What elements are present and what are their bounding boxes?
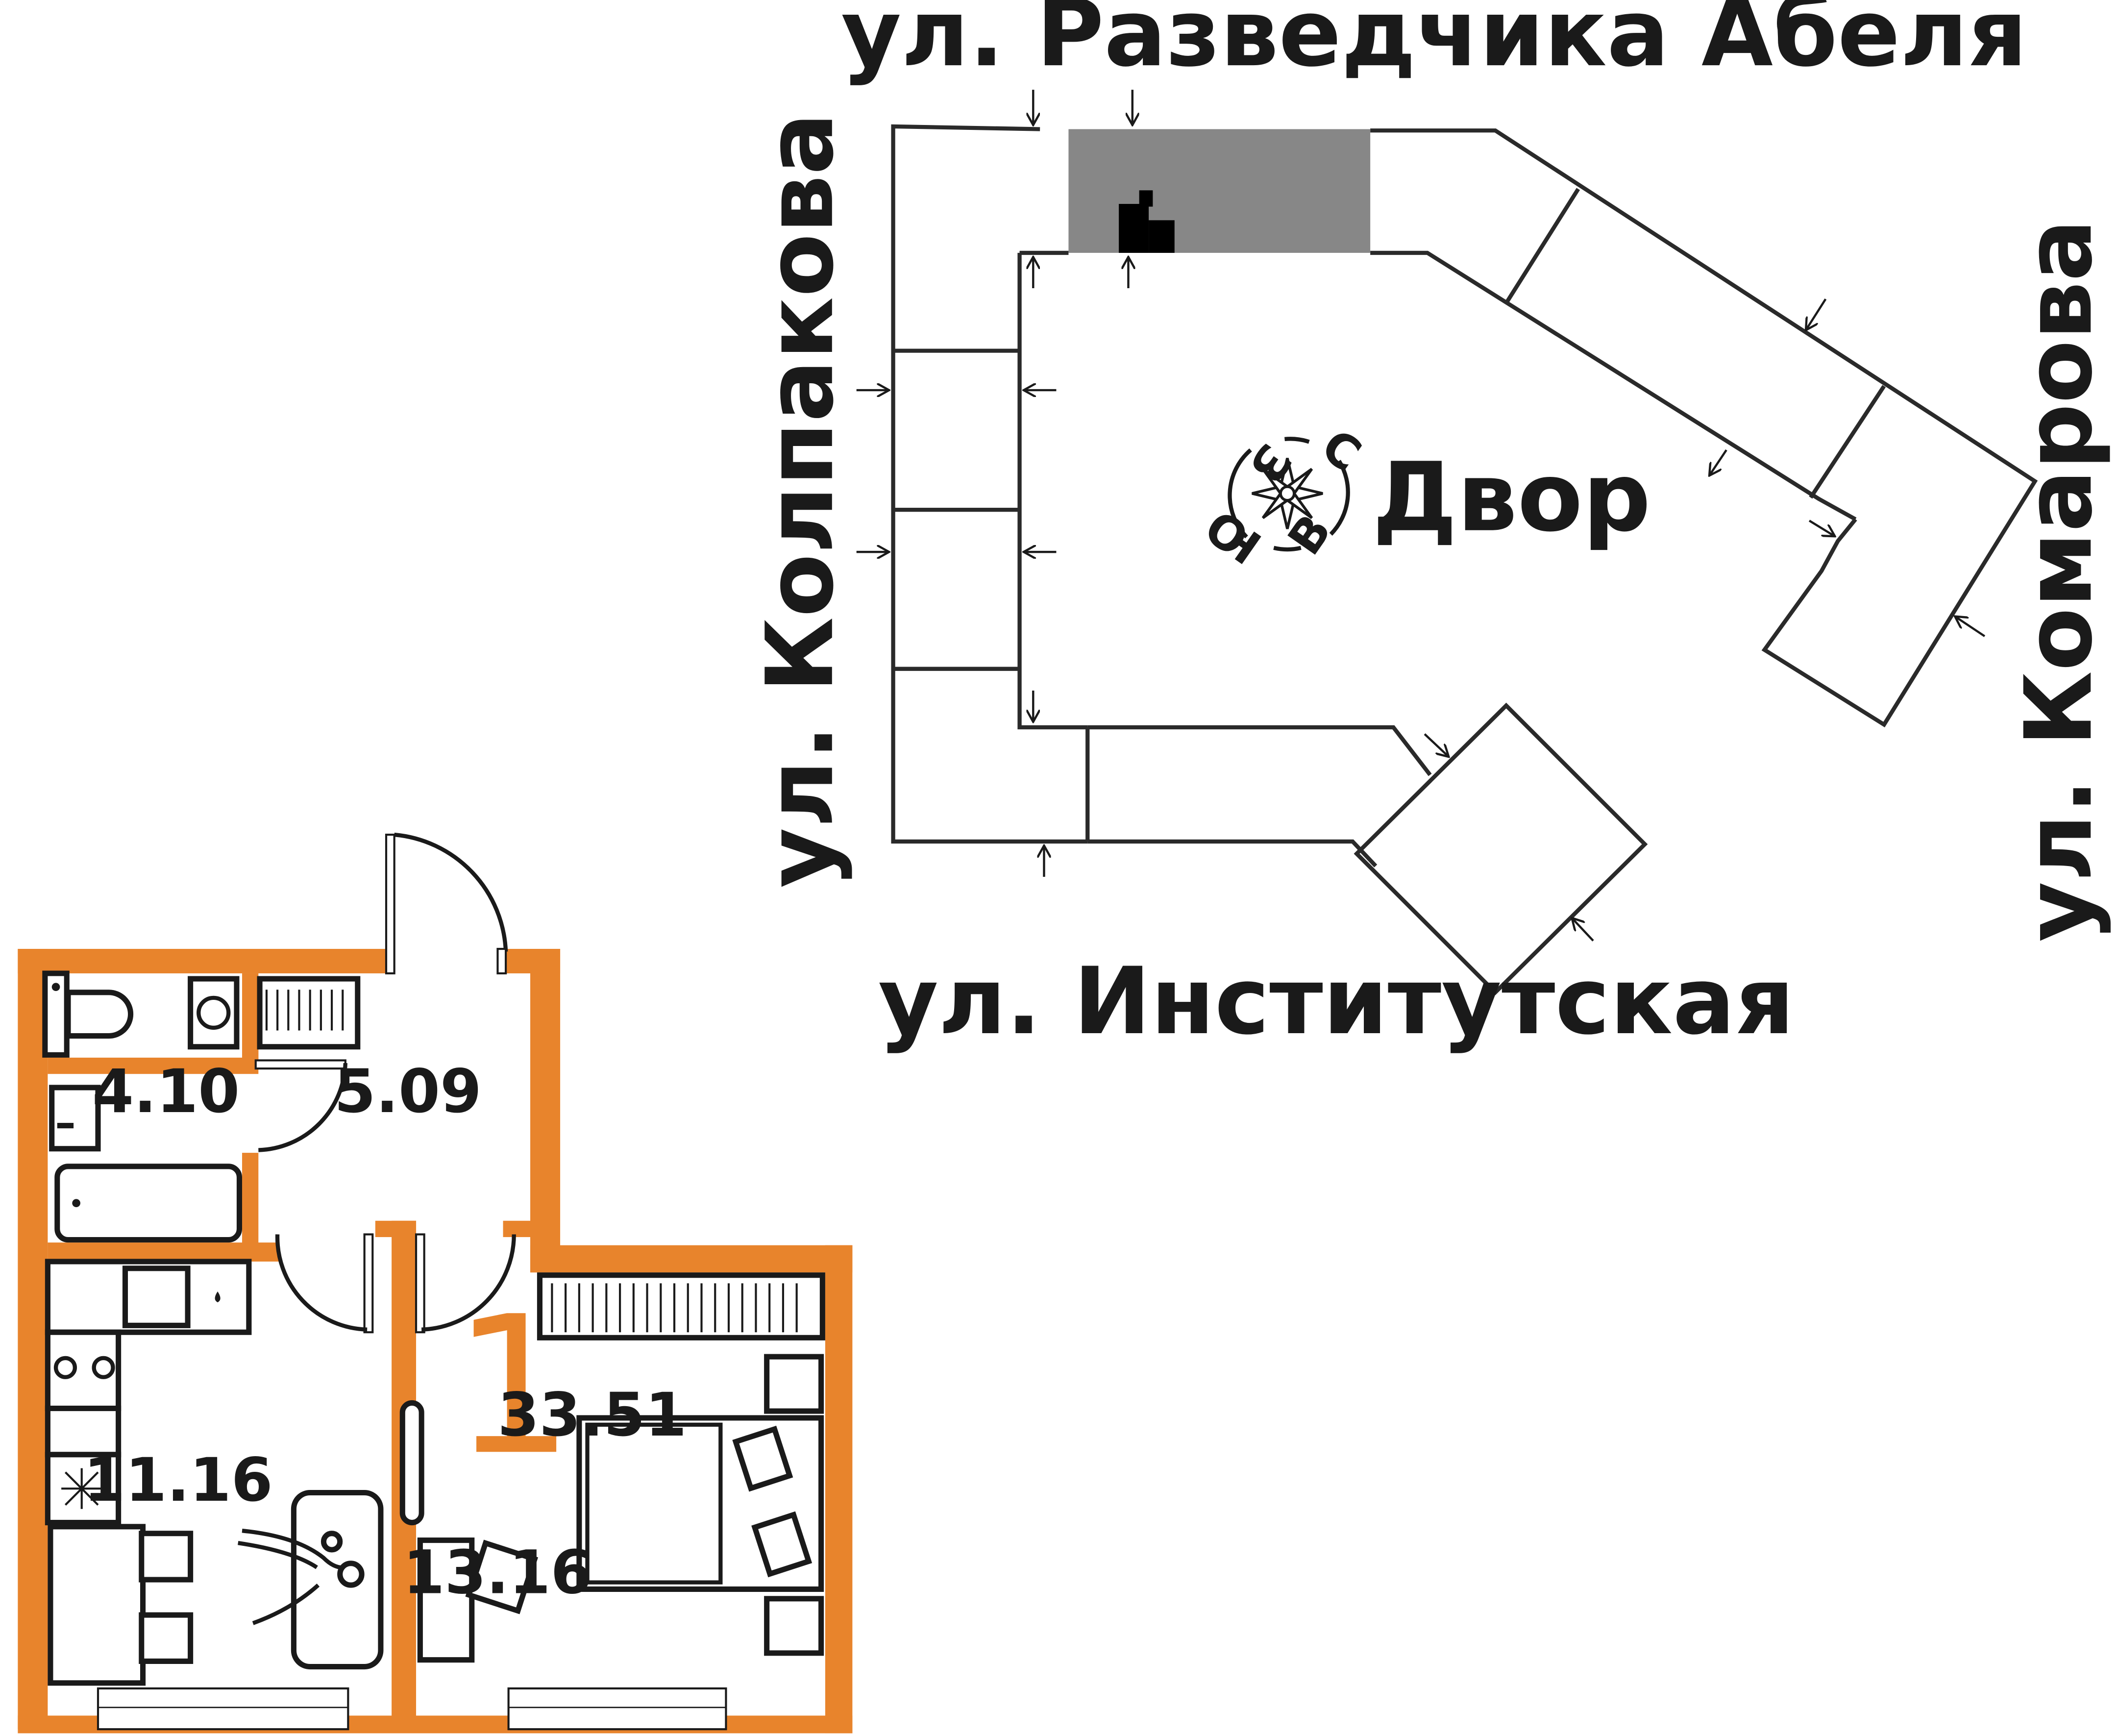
section-marker-top	[1139, 190, 1153, 207]
room-area-kitchen: 11.16	[84, 1445, 273, 1515]
windows	[97, 1687, 727, 1731]
desk-chair-icon	[465, 1539, 539, 1614]
door-jamb	[496, 947, 507, 975]
entrance-arrow	[1808, 520, 1834, 536]
pillow-icon	[751, 1511, 813, 1578]
radiator-icon	[257, 976, 361, 1050]
radiator-icon	[537, 1272, 825, 1340]
building-south-wing	[1087, 702, 1648, 995]
compass-rose: С В Ю З	[1196, 419, 1371, 574]
compass-arc	[1273, 546, 1302, 552]
compass-north-letter: С	[1312, 419, 1371, 483]
entrance-arrow	[1807, 298, 1827, 329]
bathtub-icon	[54, 1164, 243, 1243]
entrance-door	[385, 832, 508, 975]
kitchen-fixtures	[45, 1259, 384, 1686]
room-area-bathroom: 4.10	[92, 1057, 240, 1126]
door-swing	[394, 832, 508, 952]
faucet-icon	[215, 1291, 221, 1303]
desk-icon	[417, 1538, 475, 1663]
building-northeast-wing	[1019, 128, 2038, 728]
section-marker-block	[1119, 204, 1149, 253]
kitchen-cabinet	[45, 1405, 122, 1458]
compass-arc	[1284, 437, 1310, 444]
apartment-plan: 4.10 5.09 11.16 13.16 1 33.51	[18, 832, 853, 1734]
street-label-east: ул. Комарова	[2005, 219, 2113, 942]
bedroom-fixtures	[399, 1272, 825, 1663]
room-count-label: 1	[453, 1275, 574, 1497]
wall-mirror-icon	[399, 1400, 424, 1526]
window	[507, 1687, 727, 1731]
compass-arc	[1329, 460, 1350, 536]
room-area-hallway: 5.09	[334, 1057, 482, 1126]
chair-icon	[139, 1531, 194, 1583]
pillow-icon	[732, 1425, 793, 1492]
sofa-icon	[291, 1489, 384, 1670]
kitchen-door	[275, 1233, 374, 1334]
dining-table	[48, 1524, 146, 1686]
flush-button	[51, 983, 60, 992]
bedroom-door	[415, 1233, 516, 1334]
street-label-south: ул. Институтская	[878, 948, 1795, 1055]
door-leaf	[385, 833, 395, 975]
entrance-arrow	[1573, 919, 1594, 942]
selected-section-fill	[1068, 129, 1371, 253]
bathroom-fixtures	[42, 970, 361, 1243]
apartment-total-area: 33.51	[497, 1380, 687, 1450]
site-plan: С В Ю З Двор ул. Разведчика Абеля ул. Ин…	[747, 0, 2113, 1055]
entrance-arrow	[1956, 617, 1986, 637]
section-marker-side	[1149, 220, 1175, 253]
room-area-bedroom: 13.16	[403, 1538, 592, 1608]
entrance-arrow	[1424, 733, 1448, 756]
street-label-west: ул. Колпакова	[747, 113, 854, 888]
entrance-arrows	[856, 90, 1986, 942]
kitchen-sink-icon	[122, 1265, 191, 1328]
compass-star-icon	[1252, 458, 1323, 529]
nightstand-icon	[764, 1354, 824, 1414]
compass-arc	[1228, 448, 1252, 539]
bathroom-door	[254, 1059, 347, 1152]
toilet-icon	[65, 990, 134, 1039]
sink-icon	[49, 1085, 101, 1152]
window	[97, 1687, 349, 1731]
street-label-north: ул. Разведчика Абеля	[841, 0, 2027, 87]
building-west-wing	[891, 124, 1090, 844]
chair-icon	[139, 1612, 194, 1664]
courtyard-label: Двор	[1373, 442, 1651, 553]
selected-building-section	[1068, 129, 1371, 253]
entrance-arrow	[1710, 449, 1727, 474]
nightstand-icon	[764, 1596, 824, 1656]
compass-south-letter: Ю	[1196, 498, 1271, 574]
